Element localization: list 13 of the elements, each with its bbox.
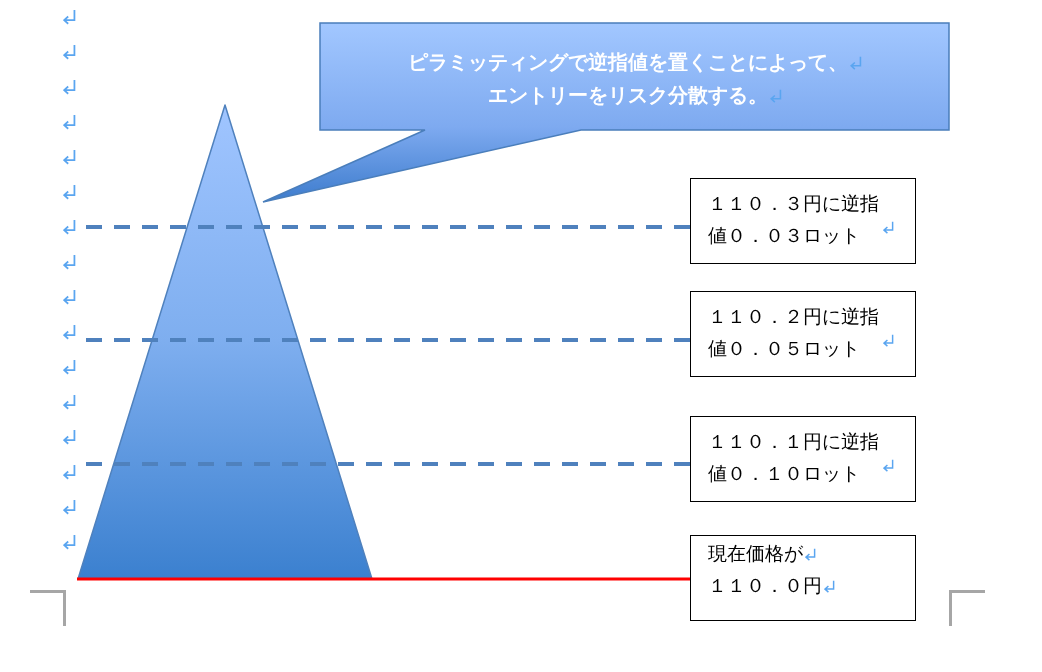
note-text: １１０．３円に逆指値０．０３ロット [707, 190, 880, 248]
solid-line [77, 577, 690, 581]
triangle-shape [77, 104, 373, 580]
note-text: １１０．２円に逆指値０．０５ロット [707, 303, 880, 361]
callout-text: エントリーをリスク分散する。 [488, 84, 768, 107]
callout-text: ピラミッティングで逆指値を置くことによって、 [408, 51, 848, 74]
text-box [690, 178, 916, 264]
text-box [690, 291, 916, 377]
text-box [690, 535, 916, 621]
note-text: １１０．０円 [707, 573, 822, 596]
note-text: 現在価格が [707, 541, 803, 564]
text-box [690, 416, 916, 502]
note-text: １１０．１円に逆指値０．１０ロット [707, 428, 880, 486]
